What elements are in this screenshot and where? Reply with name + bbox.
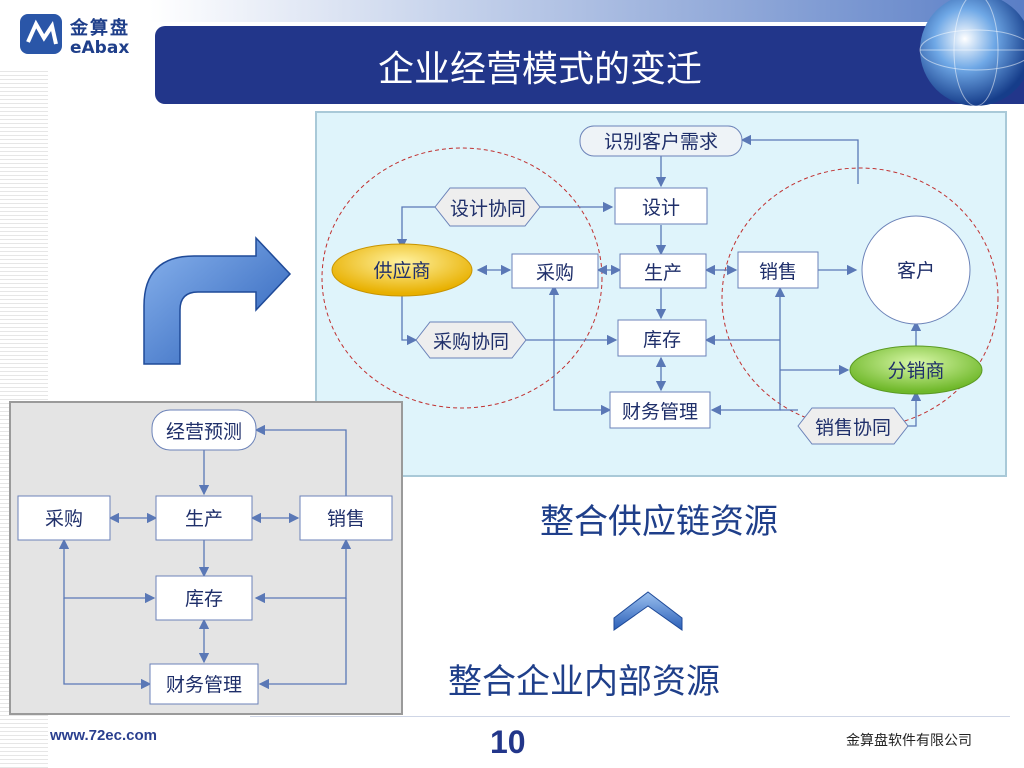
node-distributor: 分销商	[849, 345, 983, 395]
node-demand: 识别客户需求	[579, 125, 743, 157]
node-sales-collab: 销售协同	[797, 407, 909, 445]
node-production: 生产	[619, 253, 707, 289]
label-distributor: 分销商	[887, 360, 944, 382]
node-supplier: 供应商	[331, 243, 473, 297]
node-design: 设计	[614, 187, 708, 225]
logo-icon	[20, 14, 62, 54]
label-inventory: 库存	[643, 329, 681, 351]
caption-internal: 整合企业内部资源	[448, 662, 720, 702]
label-internal-finance: 财务管理	[166, 674, 242, 696]
label-internal-inventory: 库存	[185, 588, 223, 610]
globe-icon	[919, 0, 1024, 107]
footer-divider	[250, 716, 1010, 717]
label-demand: 识别客户需求	[604, 131, 718, 153]
logo-area: 金算盘 eAbax	[0, 0, 150, 70]
label-internal-sales: 销售	[327, 508, 365, 530]
top-gradient-strip	[150, 0, 1024, 22]
node-inventory: 库存	[617, 319, 707, 357]
caption-supply-chain: 整合供应链资源	[540, 502, 778, 542]
node-customer: 客户	[861, 215, 971, 325]
node-design-collab: 设计协同	[434, 187, 541, 227]
page-title: 企业经营模式的变迁	[377, 49, 702, 90]
internal-diagram: 经营预测 采购 生产 销售 库存 财务管理	[9, 401, 403, 715]
title-bar	[155, 26, 1024, 104]
label-internal-purchase: 采购	[45, 508, 83, 530]
page-number: 10	[490, 724, 526, 760]
label-design-collab: 设计协同	[450, 198, 526, 220]
label-purchase: 采购	[536, 262, 574, 284]
label-design: 设计	[642, 197, 680, 219]
label-finance: 财务管理	[622, 401, 698, 423]
internal-node-production: 生产	[155, 495, 253, 541]
label-purchase-collab: 采购协同	[433, 331, 509, 353]
internal-node-forecast: 经营预测	[151, 409, 257, 451]
label-production: 生产	[644, 262, 682, 284]
label-customer: 客户	[897, 260, 935, 282]
supplier-side-circle	[321, 147, 603, 409]
internal-node-inventory: 库存	[155, 575, 253, 621]
chevron-up-icon	[613, 591, 683, 631]
logo-text-en: eAbax	[70, 38, 130, 58]
node-finance: 财务管理	[609, 391, 711, 429]
internal-node-sales: 销售	[299, 495, 393, 541]
footer-company: 金算盘软件有限公司	[846, 733, 972, 749]
label-sales-collab: 销售协同	[815, 417, 891, 439]
footer-url: www.72ec.com	[50, 727, 157, 744]
internal-node-purchase: 采购	[17, 495, 111, 541]
node-purchase-collab: 采购协同	[415, 321, 527, 359]
label-supplier: 供应商	[373, 260, 430, 282]
transition-arrow-icon	[143, 236, 292, 365]
internal-node-finance: 财务管理	[149, 663, 259, 705]
supply-chain-diagram: 识别客户需求 设计协同 设计 供应商 采购 生产 销售 客户 采购协同 库存 分…	[315, 111, 1007, 477]
node-sales: 销售	[737, 251, 819, 289]
node-purchase: 采购	[511, 253, 599, 289]
label-internal-production: 生产	[185, 508, 223, 530]
logo-text-cn: 金算盘	[70, 18, 130, 39]
label-forecast: 经营预测	[166, 421, 242, 443]
label-sales: 销售	[759, 261, 797, 283]
